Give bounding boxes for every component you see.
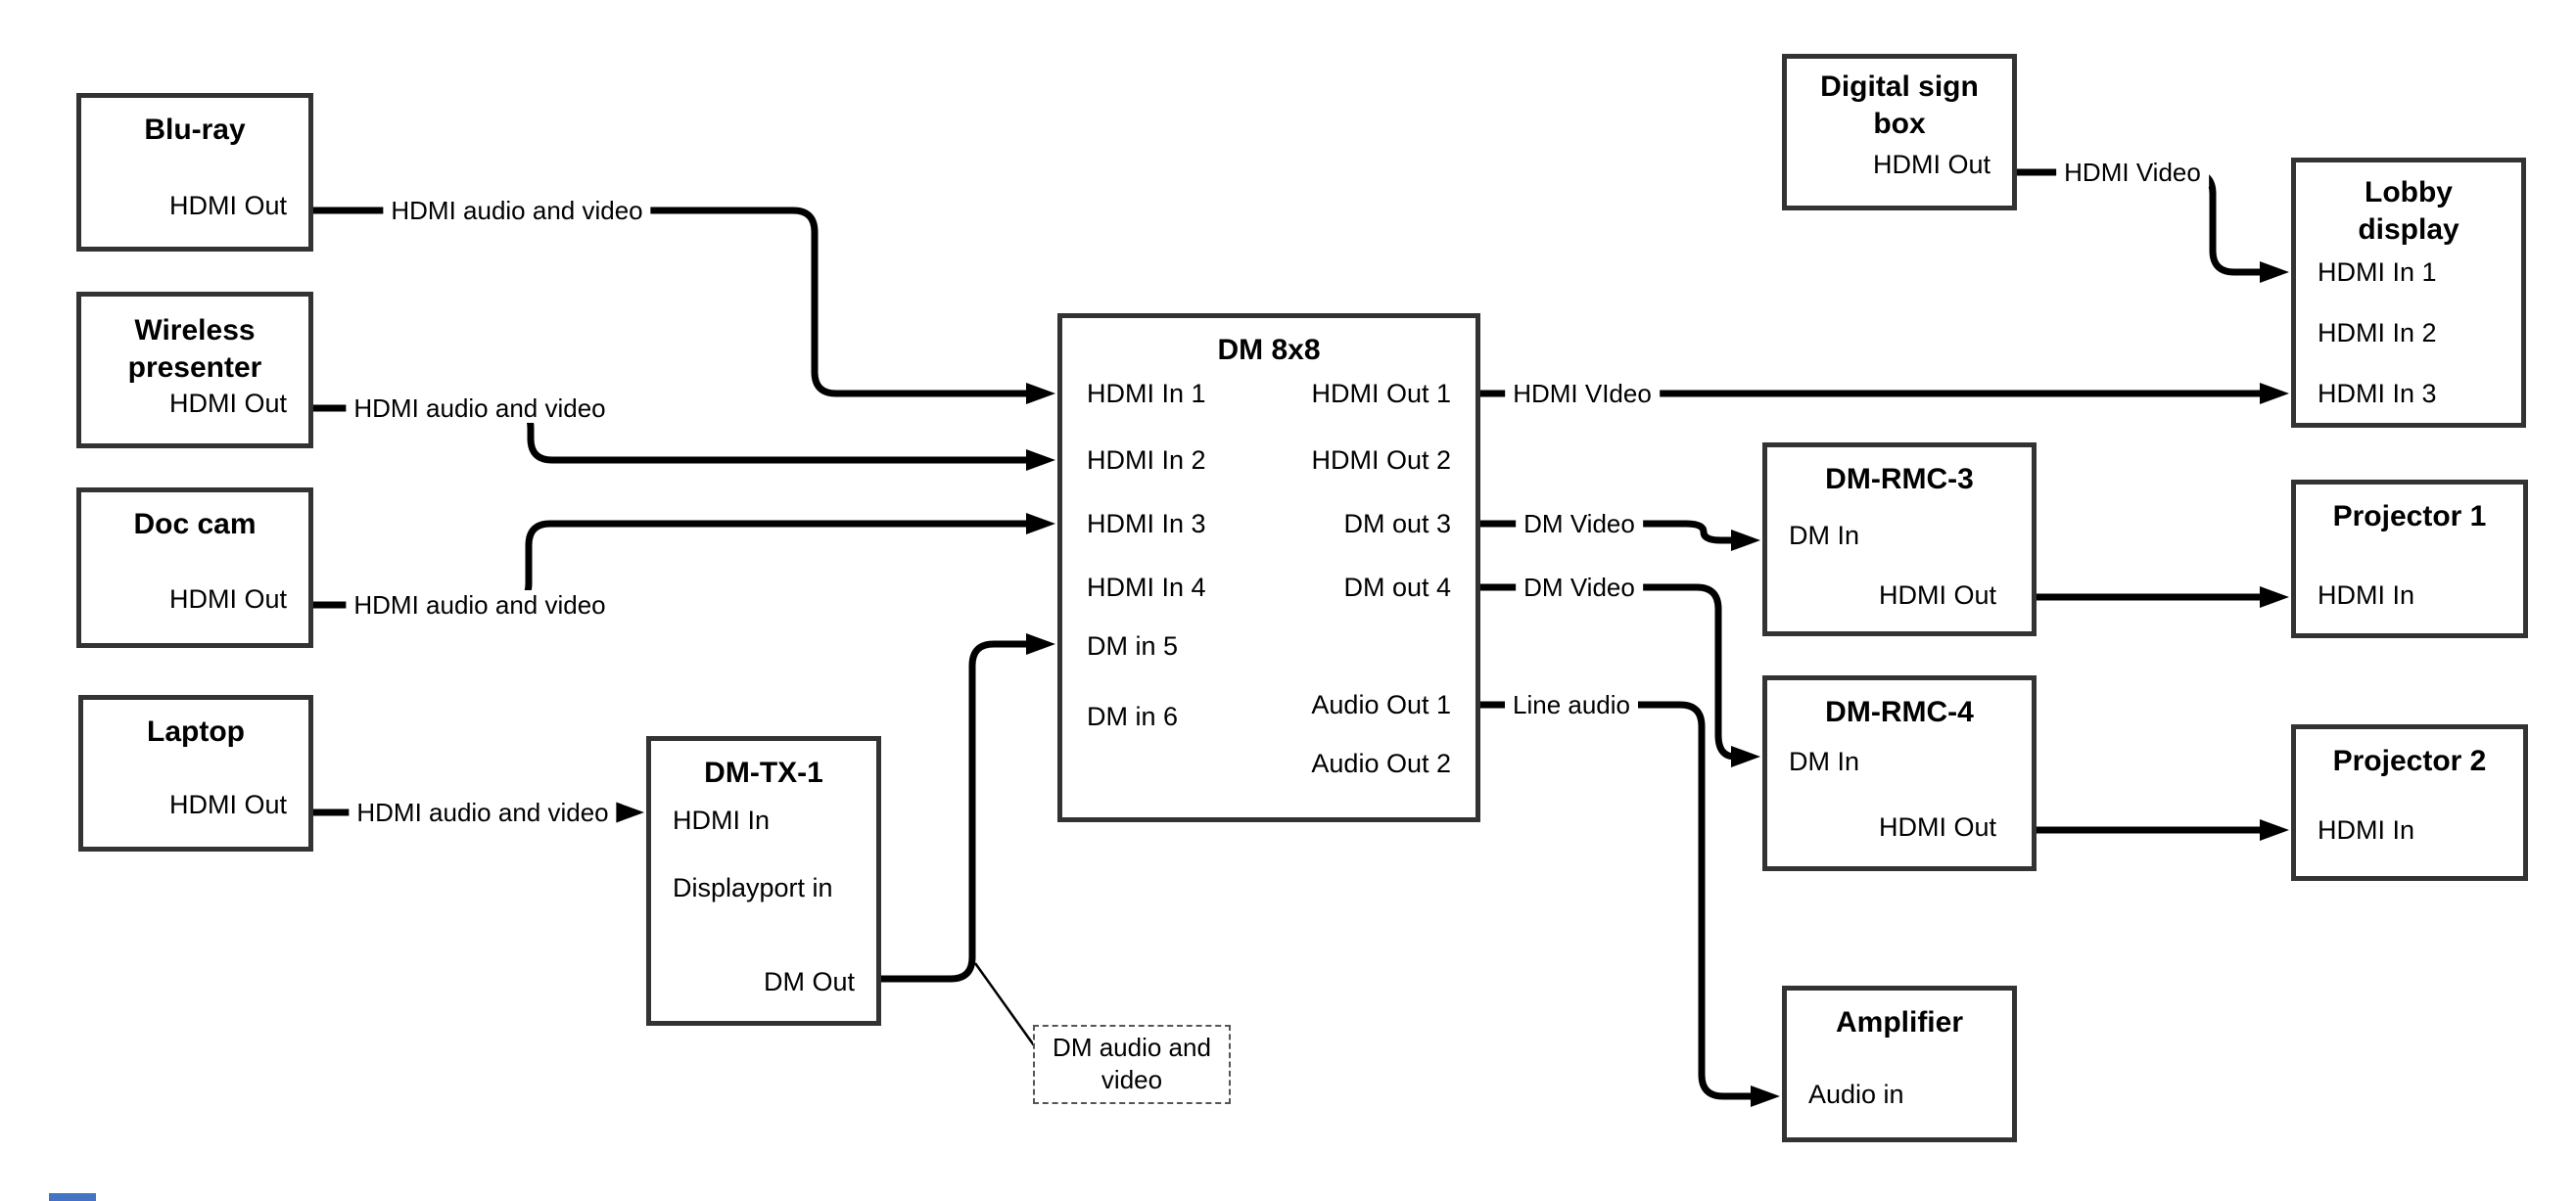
- arrowhead: [2260, 586, 2289, 608]
- port-dm-out-3: DM out 3: [1343, 509, 1451, 538]
- port-dm-in-6: DM in 6: [1087, 702, 1179, 731]
- wire-label-hdmi-audio-video-3: HDMI audio and video: [346, 590, 614, 620]
- device-title: Lobby display: [2358, 176, 2459, 246]
- port-hdmi-in: HDMI In: [2318, 815, 2415, 845]
- device-title: Doc cam: [133, 508, 257, 540]
- device-dm-rmc-4: DM-RMC-4 DM In HDMI Out: [1762, 675, 2037, 871]
- device-title: Amplifier: [1835, 1006, 1964, 1039]
- port-audio-out-2: Audio Out 2: [1311, 749, 1451, 778]
- wire-label-dm-video-1: DM Video: [1516, 509, 1643, 538]
- port-dm-out: DM Out: [763, 967, 855, 996]
- device-title: Digital sign box: [1820, 70, 1979, 140]
- port-dm-in: DM In: [1789, 747, 1860, 776]
- arrowhead: [1731, 530, 1760, 551]
- device-lobby-display: Lobby display HDMI In 1 HDMI In 2 HDMI I…: [2291, 158, 2526, 428]
- wire-bluray-dm8x8: [313, 207, 1028, 397]
- port-dm-out-4: DM out 4: [1343, 573, 1451, 602]
- arrowhead: [1026, 633, 1055, 655]
- device-dm-tx-1: DM-TX-1 HDMI In Displayport in DM Out: [646, 736, 881, 1026]
- wire-dm8x8-rmc3: [1480, 520, 1735, 544]
- port-hdmi-in: HDMI In: [673, 806, 771, 835]
- wire-dm8x8-rmc4: [1480, 583, 1736, 761]
- arrowhead: [1731, 746, 1760, 767]
- wire-label-hdmi-audio-video-1: HDMI audio and video: [383, 196, 651, 225]
- port-audio-in: Audio in: [1808, 1080, 1904, 1109]
- device-title: DM-RMC-3: [1825, 463, 1974, 495]
- port-hdmi-in-2: HDMI In 2: [2318, 318, 2437, 347]
- wire-digitalsign-lobby: [2017, 168, 2262, 276]
- wire-label-hdmi-audio-video-4: HDMI audio and video: [349, 798, 617, 827]
- device-title: Laptop: [147, 716, 245, 748]
- device-title: DM-TX-1: [704, 757, 823, 789]
- port-audio-out-1: Audio Out 1: [1311, 690, 1451, 719]
- wire-label-dm-video-2: DM Video: [1516, 573, 1643, 602]
- device-title: Projector 1: [2332, 500, 2487, 532]
- device-wireless-presenter: Wireless presenter HDMI Out: [76, 292, 313, 448]
- device-title: Projector 2: [2332, 745, 2487, 777]
- device-bluray: Blu-ray HDMI Out: [76, 93, 313, 252]
- wire-label-line-audio: Line audio: [1505, 690, 1638, 719]
- port-displayport-in: Displayport in: [673, 873, 833, 902]
- arrowhead: [2260, 261, 2289, 283]
- port-hdmi-in-3: HDMI In 3: [2318, 379, 2437, 408]
- port-hdmi-out: HDMI Out: [1878, 812, 1996, 842]
- arrowhead: [2260, 819, 2289, 841]
- device-digital-sign-box: Digital sign box HDMI Out: [1782, 54, 2017, 210]
- wire-label-hdmi-video-sign: HDMI Video: [2056, 158, 2209, 187]
- port-hdmi-in-4: HDMI In 4: [1087, 573, 1206, 602]
- device-laptop: Laptop HDMI Out: [78, 695, 313, 852]
- device-dm-8x8: DM 8x8 HDMI In 1 HDMI In 2 HDMI In 3 HDM…: [1057, 313, 1480, 822]
- device-title: DM 8x8: [1217, 334, 1321, 366]
- annotation-dm-audio-video: DM audio and video: [1033, 1025, 1231, 1104]
- port-hdmi-out: HDMI Out: [168, 389, 287, 418]
- artifact-blue-strip: [49, 1193, 96, 1201]
- arrowhead: [1751, 1086, 1780, 1107]
- wire-label-hdmi-audio-video-2: HDMI audio and video: [346, 393, 614, 423]
- wire-dm8x8-amplifier: [1480, 701, 1753, 1100]
- wire-dmtx1-dm8x8: [881, 640, 1028, 983]
- port-hdmi-in: HDMI In: [2318, 580, 2415, 610]
- arrowhead: [1026, 383, 1055, 404]
- port-hdmi-out: HDMI Out: [168, 191, 287, 220]
- port-hdmi-out-2: HDMI Out 2: [1311, 445, 1451, 475]
- device-dm-rmc-3: DM-RMC-3 DM In HDMI Out: [1762, 442, 2037, 636]
- device-projector-2: Projector 2 HDMI In: [2291, 724, 2528, 881]
- device-amplifier: Amplifier Audio in: [1782, 986, 2017, 1142]
- port-hdmi-out-1: HDMI Out 1: [1311, 379, 1451, 408]
- port-hdmi-out: HDMI Out: [168, 790, 287, 819]
- device-title: DM-RMC-4: [1825, 696, 1974, 728]
- port-dm-in: DM In: [1789, 521, 1860, 550]
- device-doc-cam: Doc cam HDMI Out: [76, 487, 313, 648]
- device-title: Blu-ray: [144, 114, 246, 146]
- port-dm-in-5: DM in 5: [1087, 631, 1179, 661]
- arrowhead: [1026, 513, 1055, 534]
- arrowhead: [2260, 383, 2289, 404]
- device-projector-1: Projector 1 HDMI In: [2291, 480, 2528, 638]
- port-hdmi-in-1: HDMI In 1: [2318, 257, 2437, 287]
- wire-label-hdmi-video-out1: HDMI VIdeo: [1505, 379, 1660, 408]
- port-hdmi-in-2: HDMI In 2: [1087, 445, 1206, 475]
- annotation-leader-line: [973, 962, 1036, 1046]
- port-hdmi-in-3: HDMI In 3: [1087, 509, 1206, 538]
- port-hdmi-out: HDMI Out: [1872, 150, 1991, 179]
- arrowhead: [615, 802, 644, 823]
- port-hdmi-in-1: HDMI In 1: [1087, 379, 1206, 408]
- port-hdmi-out: HDMI Out: [1878, 580, 1996, 610]
- port-hdmi-out: HDMI Out: [168, 584, 287, 614]
- device-title: Wireless presenter: [127, 314, 262, 384]
- arrowhead: [1026, 449, 1055, 471]
